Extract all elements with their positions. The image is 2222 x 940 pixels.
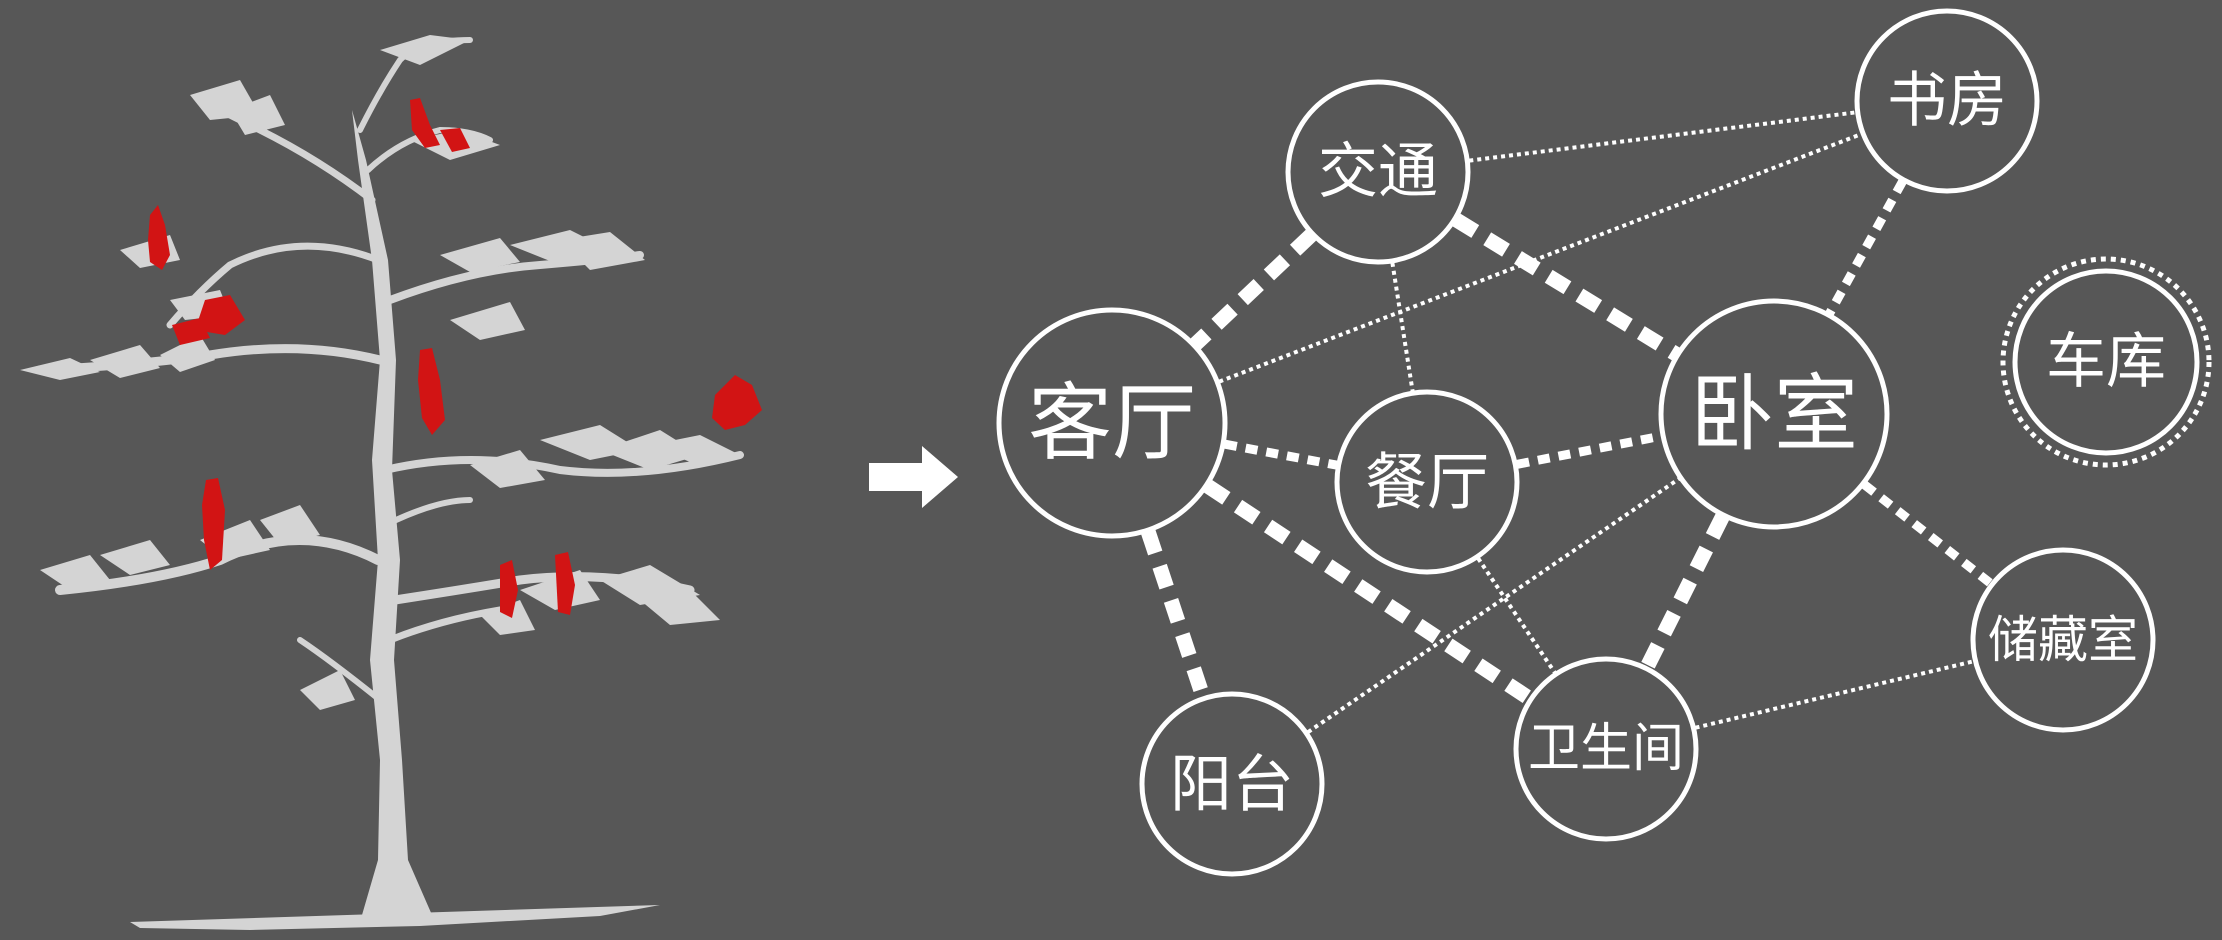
node-storage: 储藏室 <box>1970 547 2156 733</box>
node-traffic-label: 交通 <box>1318 137 1438 207</box>
node-study-circle <box>1854 8 2040 194</box>
node-garage-dotted-ring <box>2000 256 2212 468</box>
node-bathroom: 卫生间 <box>1513 656 1699 842</box>
node-balcony-circle <box>1139 691 1325 877</box>
edge-bathroom-storage <box>1695 659 1974 730</box>
edge-dining-bathroom <box>1476 557 1557 674</box>
node-dining-label: 餐厅 <box>1365 446 1489 519</box>
edge-living-study <box>1218 132 1862 384</box>
node-storage-circle <box>1970 547 2156 733</box>
node-bedroom: 卧室 <box>1658 298 1890 530</box>
edge-traffic-living <box>1190 229 1317 350</box>
edge-traffic-study <box>1469 110 1856 163</box>
node-bedroom-circle <box>1658 298 1890 530</box>
tree-illustration-icon <box>20 35 762 930</box>
node-traffic-circle <box>1285 79 1471 265</box>
edge-bedroom-bathroom <box>1640 513 1730 671</box>
node-bedroom-label: 卧室 <box>1690 365 1858 463</box>
edge-living-balcony <box>1141 529 1211 700</box>
node-dining: 餐厅 <box>1334 389 1520 575</box>
node-dining-circle <box>1334 389 1520 575</box>
ground-shadow <box>130 905 660 930</box>
edge-traffic-dining <box>1390 262 1415 392</box>
relationship-edges <box>1141 110 1994 734</box>
node-study-label: 书房 <box>1887 66 2007 136</box>
edge-living-bathroom <box>1203 480 1534 705</box>
node-storage-label: 储藏室 <box>1988 611 2138 669</box>
node-balcony: 阳台 <box>1139 691 1325 877</box>
node-garage-label: 车库 <box>2046 327 2166 397</box>
node-bathroom-label: 卫生间 <box>1528 719 1684 779</box>
node-living: 客厅 <box>996 307 1228 539</box>
node-traffic: 交通 <box>1285 79 1471 265</box>
right-arrow-icon <box>869 446 958 508</box>
node-garage-circle <box>2012 268 2200 456</box>
edge-traffic-bedroom <box>1452 213 1680 361</box>
node-balcony-label: 阳台 <box>1170 748 1294 821</box>
edge-bedroom-storage <box>1861 481 1994 587</box>
node-study: 书房 <box>1854 8 2040 194</box>
edge-dining-bedroom <box>1516 431 1662 469</box>
node-living-label: 客厅 <box>1028 374 1196 472</box>
red-figures <box>148 98 762 618</box>
node-bathroom-circle <box>1513 656 1699 842</box>
edge-study-bedroom <box>1825 179 1907 316</box>
node-garage: 车库 <box>2000 256 2212 468</box>
edge-balcony-bedroom <box>1306 477 1681 734</box>
tree-trunk <box>352 110 432 915</box>
tree-leaves <box>20 35 740 710</box>
edge-living-dining <box>1224 439 1338 470</box>
node-living-circle <box>996 307 1228 539</box>
